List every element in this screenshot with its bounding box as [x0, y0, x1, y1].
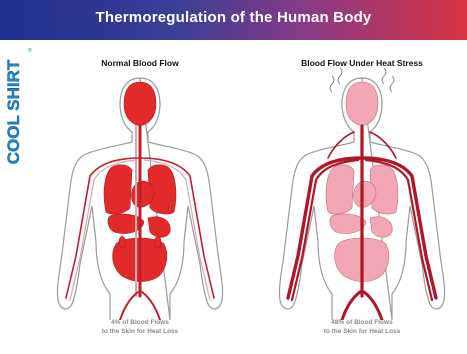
svg-text:COOL SHIRT: COOL SHIRT — [4, 59, 23, 164]
head-tissue — [124, 82, 156, 126]
left-lung — [104, 165, 132, 214]
caption-normal-line2: to the Skin for Heat Loss — [40, 327, 240, 336]
caption-heat-line1: 48% of Blood Flows — [262, 318, 462, 327]
heat-stress-blood-flow-figure — [262, 66, 462, 320]
svg-text:®: ® — [28, 48, 32, 54]
caption-heat-line2: to the Skin for Heat Loss — [262, 327, 462, 336]
caption-normal: 4% of Blood Flows to the Skin for Heat L… — [40, 318, 240, 336]
kidney-left — [119, 236, 126, 248]
kidney-right — [154, 236, 161, 248]
normal-blood-flow-figure — [40, 66, 240, 320]
caption-normal-line1: 4% of Blood Flows — [40, 318, 240, 327]
page-title: Thermoregulation of the Human Body — [0, 9, 467, 26]
stomach — [148, 217, 170, 238]
cool-shirt-logo: COOL SHIRT ® — [4, 48, 34, 176]
title-banner: Thermoregulation of the Human Body — [0, 0, 467, 40]
caption-heat-stress: 48% of Blood Flows to the Skin for Heat … — [262, 318, 462, 336]
